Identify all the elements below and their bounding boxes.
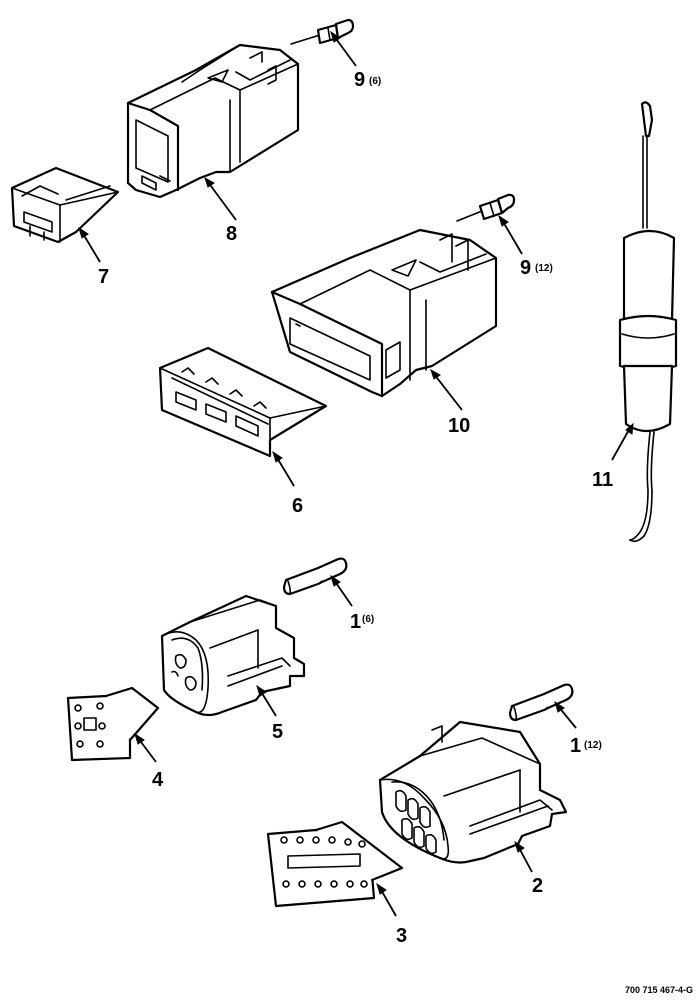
part-2-receptacle-housing: [378, 720, 568, 864]
part-4-wedge-lock: [66, 686, 160, 762]
part-9-terminal-pin-b: [456, 193, 516, 222]
leader-9a: [333, 35, 357, 67]
arrowhead-11: [625, 422, 634, 435]
callout-2-number: 2: [532, 875, 543, 897]
callout-8-number: 8: [226, 223, 237, 245]
arrowhead-9a: [330, 30, 341, 43]
arrowhead-3: [376, 882, 387, 895]
arrowhead-4: [134, 732, 145, 745]
part-1-terminal-pin-b: [508, 683, 574, 722]
callout-10-number: 10: [448, 415, 470, 437]
callout-9b-number: 9: [520, 257, 531, 279]
callout-4-number: 4: [152, 769, 164, 791]
arrowhead-10: [430, 368, 441, 380]
leader-8: [207, 181, 237, 221]
arrowhead-1b: [554, 700, 565, 713]
arrowhead-2: [514, 840, 525, 853]
arrowhead-6: [272, 450, 283, 463]
part-7-wedge-lock: [10, 166, 120, 244]
callout-1a-number: 1: [350, 611, 361, 633]
drawing-number: 700 715 467-4-G: [625, 985, 693, 995]
arrowhead-1a: [330, 574, 341, 587]
part-9-terminal-pin-a: [290, 18, 355, 45]
callout-6-number: 6: [292, 495, 303, 517]
part-5-receptacle-housing: [160, 594, 306, 717]
callout-11-number: 11: [592, 469, 613, 491]
arrowhead-7: [78, 226, 89, 239]
callout-1b-number: 1: [570, 735, 581, 757]
part-6-wedge-lock: [158, 346, 328, 458]
arrowhead-5: [256, 684, 267, 697]
part-3-wedge-lock: [266, 820, 404, 908]
callout-9a-number: 9: [354, 69, 365, 91]
leader-7: [81, 231, 101, 263]
callout-5-number: 5: [272, 721, 283, 743]
part-1-terminal-pin-a: [282, 557, 348, 596]
callout-1b-qty: (12): [584, 740, 602, 751]
part-8-connector-housing: [126, 43, 300, 199]
arrowhead-8: [204, 176, 215, 188]
leader-6: [275, 455, 295, 487]
callout-1a-qty: (6): [362, 614, 374, 625]
part-11-removal-tool: [618, 101, 678, 543]
leader-9b: [501, 219, 523, 255]
leader-11: [611, 427, 631, 461]
callout-9b-qty: (12): [535, 263, 553, 274]
arrowhead-9b: [498, 214, 509, 227]
part-10-connector-housing: [270, 228, 498, 398]
callout-9a-qty: (6): [369, 76, 381, 87]
callout-7-number: 7: [98, 266, 109, 288]
leader-10: [433, 373, 463, 411]
callout-3-number: 3: [396, 925, 407, 947]
